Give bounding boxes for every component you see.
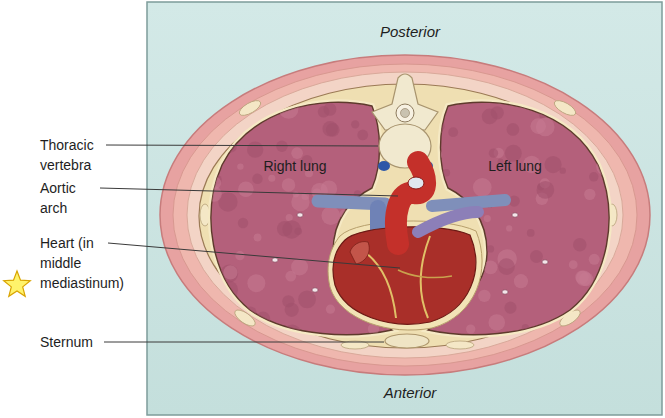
leader-lines <box>100 145 400 342</box>
thoracic-cavity <box>199 84 611 348</box>
vertebra-symbol <box>372 74 438 168</box>
spinal-canal <box>396 104 414 122</box>
right-atrium <box>350 242 369 264</box>
orientation-label: Anterior <box>384 383 437 403</box>
aorta-shape <box>396 162 425 244</box>
pulmonary-artery <box>418 212 478 232</box>
brachiocephalic-vein <box>432 200 505 206</box>
part-label: Sternum <box>40 332 110 352</box>
coronary-vessel <box>398 270 452 278</box>
coronary-vessel <box>362 250 396 318</box>
rib-sections <box>200 98 617 349</box>
spinal-cord <box>401 109 410 118</box>
orientation-label: Posterior <box>380 22 440 42</box>
lung-name: Right lung <box>263 156 326 176</box>
skin-layer <box>160 55 650 375</box>
leader-line <box>108 243 400 268</box>
lung-name: Left lung <box>488 156 542 176</box>
aorta-lumen <box>408 177 424 189</box>
bronchi <box>487 203 548 294</box>
bronchi <box>272 198 333 292</box>
part-label: Heart (in middle mediastinum) <box>40 233 136 293</box>
azygos-vein <box>378 161 390 171</box>
leader-line <box>106 145 378 146</box>
chest-wall <box>187 72 623 358</box>
leader-line <box>100 188 398 196</box>
subcutaneous-layer <box>173 64 637 366</box>
part-label: Aortic arch <box>40 178 100 218</box>
star-symbol <box>4 271 31 296</box>
sternum-shape <box>385 334 429 348</box>
figure-frame <box>147 2 662 415</box>
vertebral-arch <box>372 74 438 130</box>
leader-line <box>104 342 384 343</box>
part-label: Thoracic vertebra <box>40 135 110 175</box>
